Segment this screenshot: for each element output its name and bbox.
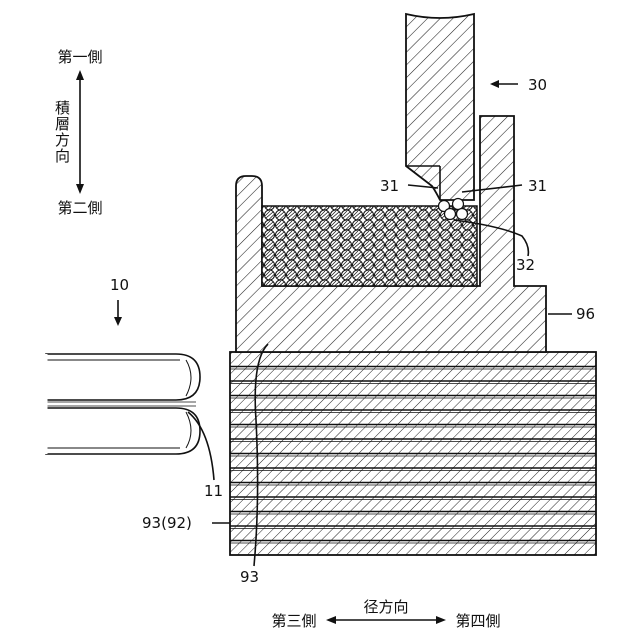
ref-96: 96 bbox=[576, 305, 595, 323]
ref-30: 30 bbox=[528, 76, 547, 94]
ref-31-right: 31 bbox=[528, 177, 547, 195]
label-second-side: 第二側 bbox=[57, 199, 102, 217]
ref-31-left: 31 bbox=[380, 177, 399, 195]
label-radial-direction: 径方向 bbox=[363, 598, 408, 616]
ref-93: 93 bbox=[240, 568, 259, 586]
label-fourth-side: 第四側 bbox=[455, 612, 500, 630]
ref-11: 11 bbox=[204, 482, 223, 500]
ref-32: 32 bbox=[516, 256, 535, 274]
ref-93-92: 93(92) bbox=[142, 514, 192, 532]
ball-fill bbox=[262, 206, 477, 286]
tube-10 bbox=[46, 354, 200, 454]
label-stacking-direction: 積層方向 bbox=[53, 100, 71, 164]
label-first-side: 第一側 bbox=[57, 48, 102, 66]
label-third-side: 第三側 bbox=[271, 612, 316, 630]
ref-10: 10 bbox=[110, 276, 129, 294]
core-stack bbox=[230, 352, 596, 555]
